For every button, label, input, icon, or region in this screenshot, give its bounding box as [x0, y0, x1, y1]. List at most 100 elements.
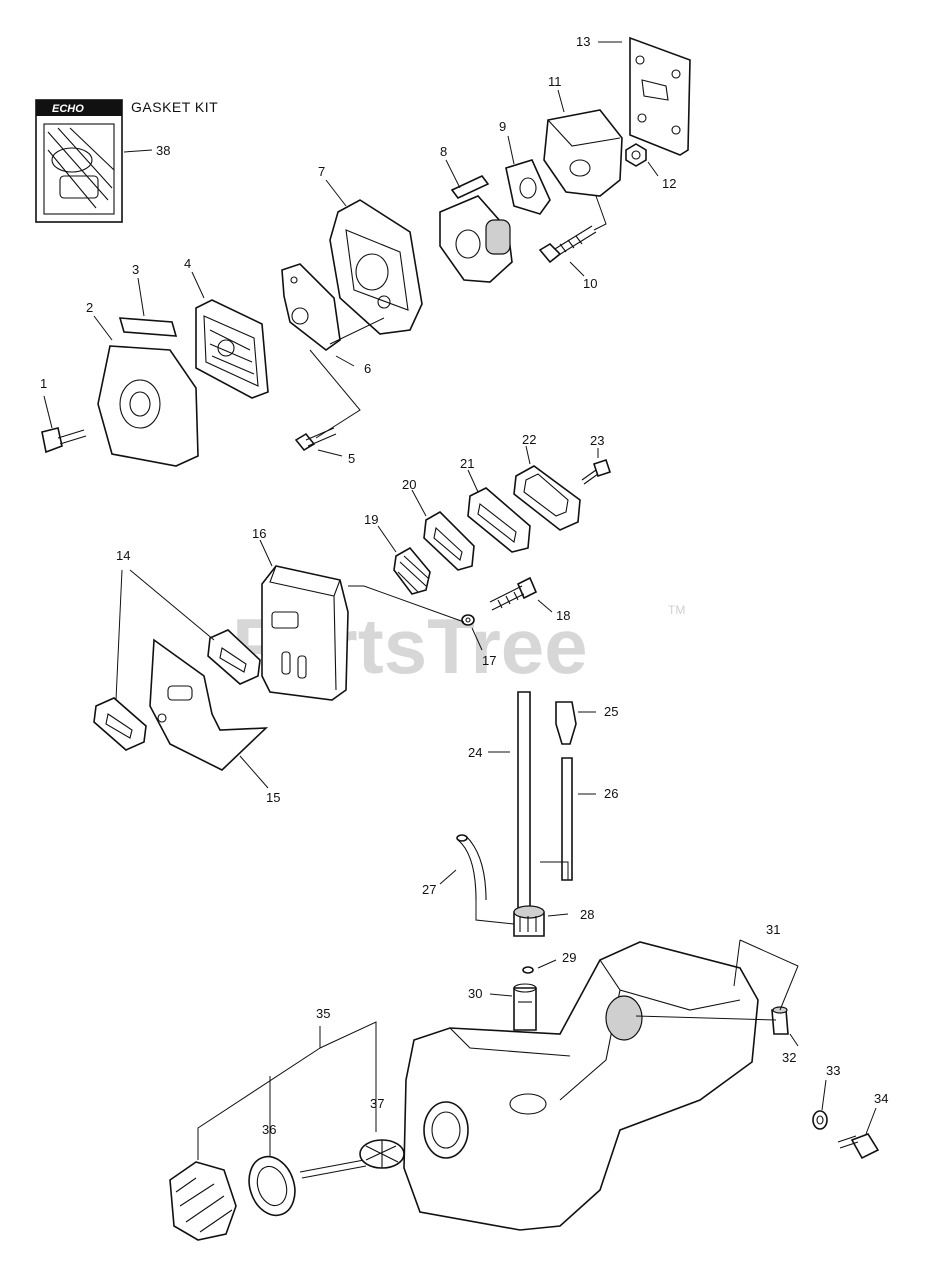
callout-14[interactable]: 14 [116, 548, 130, 563]
leader-10 [569, 195, 607, 277]
leader-15 [239, 755, 269, 789]
gasket-22[interactable] [513, 465, 581, 531]
leader-34 [865, 1107, 877, 1135]
wing-bolt-1[interactable] [41, 427, 87, 454]
callout-2[interactable]: 2 [86, 300, 93, 315]
echo-logo: ECHO [52, 103, 84, 115]
pipe-26[interactable] [561, 757, 573, 881]
callout-21[interactable]: 21 [460, 456, 474, 471]
cap-gasket-36[interactable] [242, 1151, 302, 1222]
callout-7[interactable]: 7 [318, 164, 325, 179]
callout-23[interactable]: 23 [590, 433, 604, 448]
callout-8[interactable]: 8 [440, 144, 447, 159]
leader-28 [547, 913, 569, 917]
callout-10[interactable]: 10 [583, 276, 597, 291]
callout-29[interactable]: 29 [562, 950, 576, 965]
washer-33[interactable] [812, 1110, 828, 1130]
leader-30 [475, 861, 569, 997]
leader-21 [467, 469, 479, 493]
fuel-filter-28[interactable] [513, 905, 545, 937]
leader-2 [93, 315, 113, 341]
air-filter-4[interactable] [195, 299, 269, 399]
grommet-25[interactable] [555, 701, 577, 745]
callout-22[interactable]: 22 [522, 432, 536, 447]
callout-26[interactable]: 26 [604, 786, 618, 801]
heat-shield-15[interactable] [149, 638, 269, 771]
gasket-9[interactable] [505, 159, 551, 215]
gasket-kit-38[interactable]: ECHO [35, 99, 123, 223]
gasket-14-b[interactable] [93, 697, 147, 751]
gasket-13[interactable] [629, 36, 691, 156]
callout-28[interactable]: 28 [580, 907, 594, 922]
fitting-30[interactable] [513, 983, 537, 1031]
watermark-trademark: TM [668, 603, 685, 617]
callout-12[interactable]: 12 [662, 176, 676, 191]
callout-34[interactable]: 34 [874, 1091, 888, 1106]
fuel-pipe-24[interactable] [517, 691, 531, 909]
callout-17[interactable]: 17 [482, 653, 496, 668]
carburetor-8[interactable] [439, 175, 513, 283]
callout-20[interactable]: 20 [402, 477, 416, 492]
spacer-11[interactable] [543, 109, 623, 197]
echo-logo-bar [36, 100, 122, 116]
callout-5[interactable]: 5 [348, 451, 355, 466]
fuel-tank-31[interactable] [403, 941, 759, 1231]
callout-6[interactable]: 6 [364, 361, 371, 376]
callout-24[interactable]: 24 [468, 745, 482, 760]
bolt-5[interactable] [294, 427, 337, 452]
callout-4[interactable]: 4 [184, 256, 191, 271]
washer-17[interactable] [461, 614, 475, 626]
callout-35[interactable]: 35 [316, 1006, 330, 1021]
callout-27[interactable]: 27 [422, 882, 436, 897]
hose-27[interactable] [456, 834, 487, 901]
callout-9[interactable]: 9 [499, 119, 506, 134]
leader-11 [557, 89, 565, 113]
bushing-32[interactable] [771, 1006, 789, 1035]
leader-1 [43, 395, 53, 429]
bolt-18[interactable] [489, 576, 538, 611]
callout-33[interactable]: 33 [826, 1063, 840, 1078]
cover-2[interactable] [97, 345, 199, 467]
callout-38[interactable]: 38 [156, 143, 170, 158]
leader-4 [191, 271, 205, 299]
callout-16[interactable]: 16 [252, 526, 266, 541]
leader-27 [439, 869, 457, 885]
callout-3[interactable]: 3 [132, 262, 139, 277]
callout-11[interactable]: 11 [548, 74, 562, 89]
callout-13[interactable]: 13 [576, 34, 590, 49]
leader-29 [537, 959, 557, 969]
strainer-37[interactable] [299, 1139, 405, 1179]
leader-5 [317, 449, 343, 457]
leader-20 [411, 489, 427, 517]
o-ring-29[interactable] [522, 966, 534, 974]
muffler-16[interactable] [261, 565, 349, 701]
bolt-34[interactable] [837, 1133, 880, 1160]
callout-36[interactable]: 36 [262, 1122, 276, 1137]
gasket-14-a[interactable] [207, 629, 261, 685]
bolt-23[interactable] [581, 458, 612, 485]
plate-21[interactable] [467, 487, 531, 553]
callout-32[interactable]: 32 [782, 1050, 796, 1065]
callout-25[interactable]: 25 [604, 704, 618, 719]
leader-33 [821, 1079, 827, 1111]
callout-18[interactable]: 18 [556, 608, 570, 623]
gasket-kit-title: GASKET KIT [131, 99, 218, 115]
air-cleaner-case-7[interactable] [329, 199, 423, 335]
fuel-cap-35[interactable] [169, 1161, 237, 1241]
leader-16 [259, 539, 273, 567]
callout-15[interactable]: 15 [266, 790, 280, 805]
gasket-20[interactable] [423, 511, 475, 571]
callout-19[interactable]: 19 [364, 512, 378, 527]
leader-19 [377, 525, 397, 553]
bolt-10[interactable] [538, 225, 597, 264]
screen-19[interactable] [393, 546, 431, 595]
callout-31[interactable]: 31 [766, 922, 780, 937]
bracket-6[interactable] [281, 263, 341, 351]
callout-37[interactable]: 37 [370, 1096, 384, 1111]
filter-element-3[interactable] [118, 317, 178, 337]
callout-1[interactable]: 1 [40, 376, 47, 391]
nut-12[interactable] [625, 143, 647, 167]
leader-9 [507, 135, 515, 165]
callout-30[interactable]: 30 [468, 986, 482, 1001]
leader-38 [123, 149, 153, 153]
